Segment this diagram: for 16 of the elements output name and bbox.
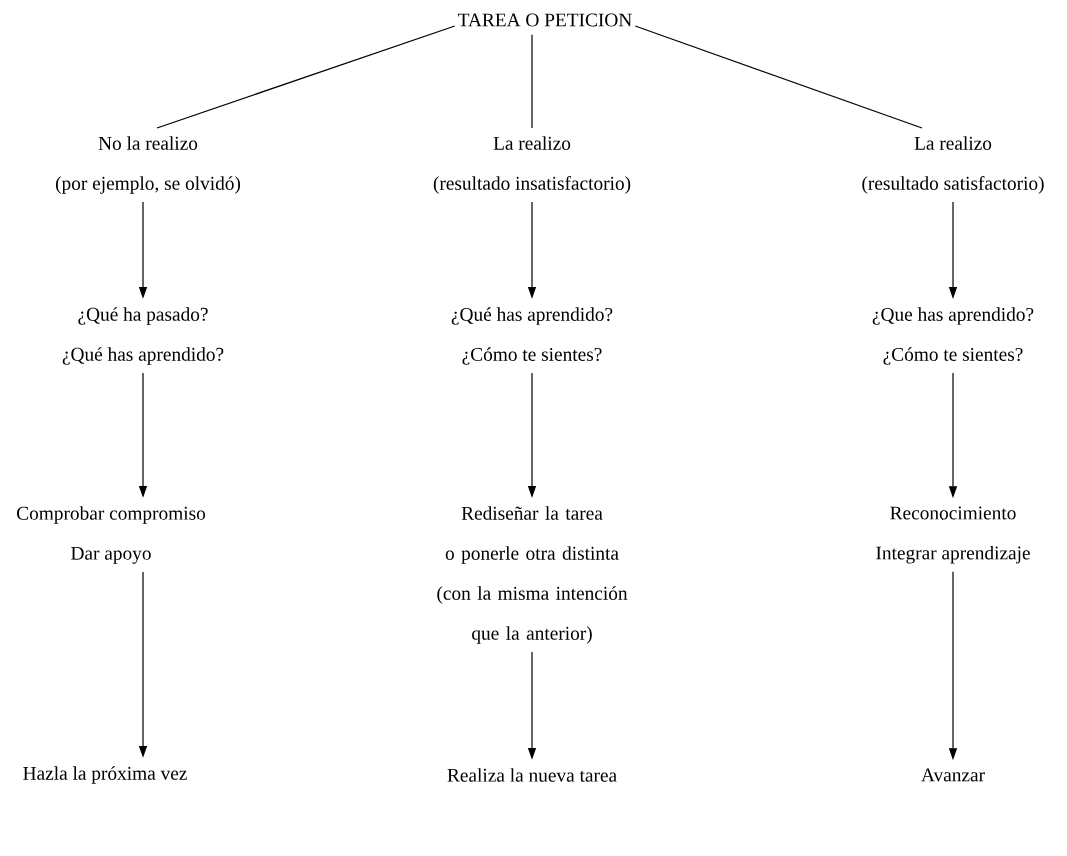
step-text: Reconocimiento Integrar aprendizaje	[876, 506, 1030, 564]
step-text: ¿Que has aprendido? ¿Cómo te sientes?	[872, 307, 1034, 365]
step-text: Rediseñar la tarea o ponerle otra distinta (con la misma intención que la anterior)	[437, 506, 628, 644]
step-text: La realizo (resultado satisfactorio)	[862, 136, 1044, 194]
step-text: No la realizo (por ejemplo, se olvidó)	[56, 136, 241, 194]
connector-line	[156, 25, 456, 129]
step-text: Avanzar	[921, 768, 985, 782]
step-text: La realizo (resultado insatisfactorio)	[433, 136, 631, 194]
step-text: Comprobar compromiso Dar apoyo	[17, 506, 206, 564]
connector-line	[531, 34, 533, 129]
step-text: Hazla la próxima vez	[23, 766, 187, 784]
heading-text: TAREA O PETICION	[458, 13, 632, 27]
step-text: Realiza la nueva tarea	[447, 768, 617, 782]
step-text: ¿Qué has aprendido? ¿Cómo te sientes?	[451, 307, 613, 365]
connector-line	[634, 25, 923, 129]
step-text: ¿Qué ha pasado? ¿Qué has aprendido?	[62, 307, 224, 365]
